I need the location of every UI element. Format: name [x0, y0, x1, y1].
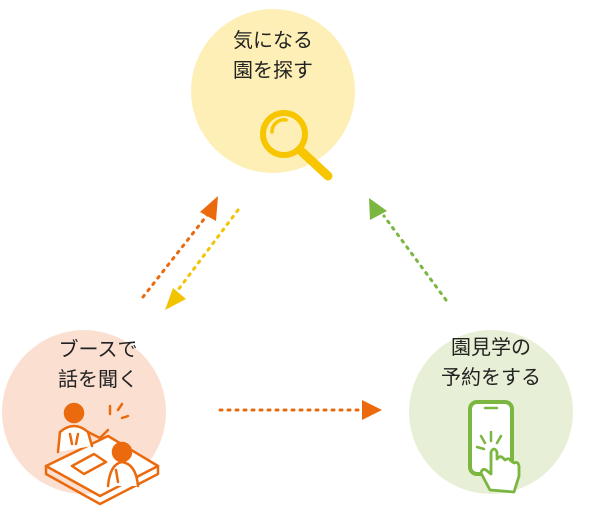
node-booth-label-line1: ブースで — [59, 337, 138, 361]
arrow-booth-to-visit — [218, 400, 382, 420]
node-visit-label-line1: 園見学の — [451, 335, 531, 359]
node-search: 気になる 園を探す — [191, 9, 355, 181]
magnifier-icon — [260, 110, 333, 181]
node-search-label-line2: 園を探す — [233, 58, 313, 82]
arrow-visit-to-search — [369, 198, 448, 302]
arrow-booth-to-search — [141, 196, 218, 299]
node-search-label-line1: 気になる — [233, 28, 313, 52]
node-booth-label-line2: 話を聞く — [58, 367, 138, 391]
node-visit: 園見学の 予約をする — [409, 330, 573, 494]
consultation-icon — [44, 402, 160, 506]
arrows — [141, 196, 448, 420]
node-search-circle — [191, 9, 355, 173]
smartphone-tap-icon — [468, 400, 521, 494]
node-booth: ブースで 話を聞く — [2, 330, 166, 506]
arrow-search-to-booth — [165, 208, 240, 310]
node-visit-label-line2: 予約をする — [441, 365, 541, 389]
